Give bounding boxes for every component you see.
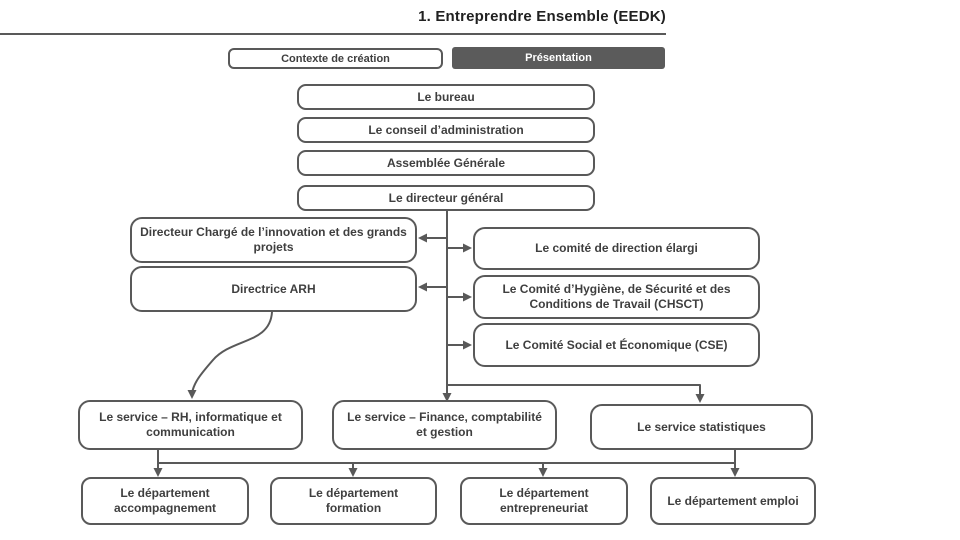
node-cse: Le Comité Social et Économique (CSE) xyxy=(473,323,760,367)
slide-title: 1. Entreprendre Ensemble (EEDK) xyxy=(418,8,666,25)
node-departement-entrepreneuriat: Le département entrepreneuriat xyxy=(460,477,628,525)
node-service-rh-informatique: Le service – RH, informatique et communi… xyxy=(78,400,303,450)
node-departement-formation: Le département formation xyxy=(270,477,437,525)
tab-presentation[interactable]: Présentation xyxy=(452,47,665,69)
node-departement-emploi: Le département emploi xyxy=(650,477,816,525)
title-underline xyxy=(0,33,666,35)
node-comite-direction-elargi: Le comité de direction élargi xyxy=(473,227,760,270)
arrowheads xyxy=(153,233,740,477)
node-service-finance: Le service – Finance, comptabilité et ge… xyxy=(332,400,557,450)
node-conseil-administration: Le conseil d’administration xyxy=(297,117,595,143)
node-assemblee-generale: Assemblée Générale xyxy=(297,150,595,176)
node-departement-accompagnement: Le département accompagnement xyxy=(81,477,249,525)
node-service-statistiques: Le service statistiques xyxy=(590,404,813,450)
node-directrice-arh: Directrice ARH xyxy=(130,266,417,312)
node-directeur-general: Le directeur général xyxy=(297,185,595,211)
node-directeur-innovation: Directeur Chargé de l’innovation et des … xyxy=(130,217,417,263)
tab-contexte-de-creation[interactable]: Contexte de création xyxy=(228,48,443,69)
node-chsct: Le Comité d’Hygiène, de Sécurité et des … xyxy=(473,275,760,319)
node-le-bureau: Le bureau xyxy=(297,84,595,110)
